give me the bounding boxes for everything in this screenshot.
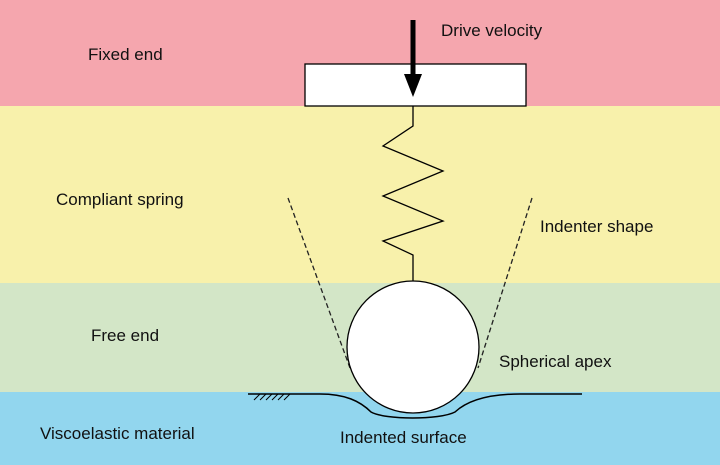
spherical-apex	[346, 280, 480, 414]
indented-surface-label: Indented surface	[340, 428, 467, 447]
indenter-shape-left-dashed-line	[287, 197, 351, 369]
compliant-spring-label: Compliant spring	[56, 190, 184, 209]
free-end-label: Free end	[91, 326, 160, 345]
drive-velocity-arrow-head	[404, 74, 422, 97]
spherical-apex-label: Spherical apex	[499, 352, 612, 371]
drive-velocity-label: Drive velocity	[441, 21, 543, 40]
indented-surface-line	[248, 393, 582, 419]
compliant-spring	[381, 106, 445, 284]
compliant-spring-region	[0, 106, 720, 283]
indenter-shape-label: Indenter shape	[540, 217, 654, 236]
viscoelastic-material-label: Viscoelastic material	[40, 424, 195, 443]
fixed-support-hatching	[253, 393, 291, 401]
indenter-shape-right-dashed-line	[477, 197, 533, 369]
fixed-end-label: Fixed end	[88, 45, 163, 64]
